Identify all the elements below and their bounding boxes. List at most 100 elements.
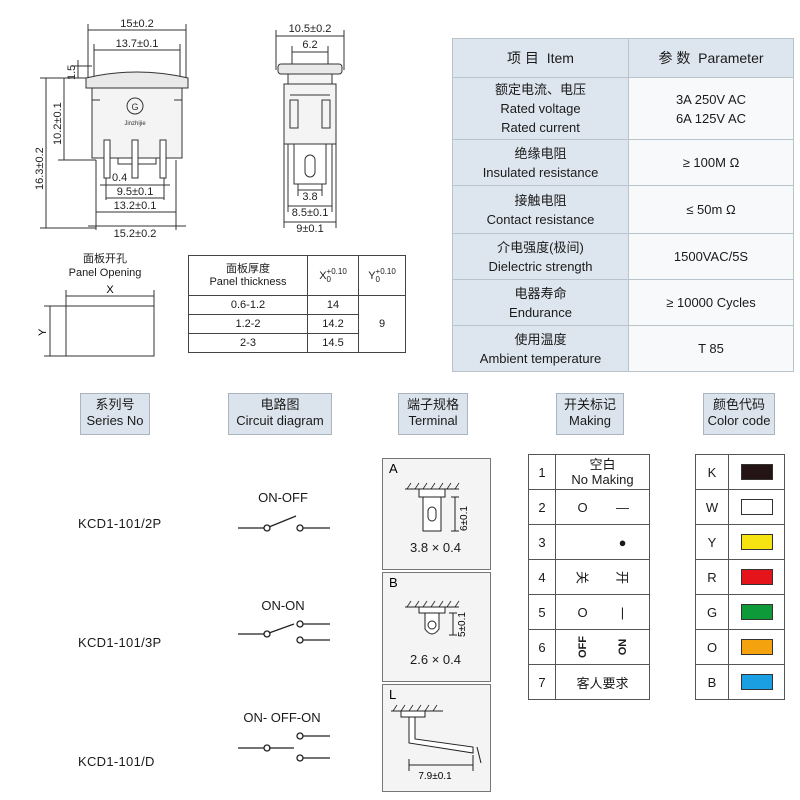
marking-row: 7 客人要求 <box>528 664 650 700</box>
terminal-l-dim: 7.9±0.1 <box>418 771 452 782</box>
side-view-drawing: 10.5±0.2 6.2 3.8 8.5±0.1 9±0.1 <box>275 23 345 235</box>
terminal-a-dim: 6±0.1 <box>459 506 470 531</box>
dim-front-width-inner: 13.7±0.1 <box>116 38 159 50</box>
x-value-cell: 14.5 <box>307 333 359 353</box>
color-row: Y <box>695 524 785 560</box>
terminal-b-letter: B <box>389 575 398 590</box>
x-value-cell: 14 <box>307 295 359 315</box>
dim-front-pin-thickness: 0.4 <box>112 172 127 184</box>
y-value-cell: 9 <box>358 295 406 353</box>
thickness-header-cn: 面板厚度 <box>226 262 270 275</box>
marking-row: 2 O— <box>528 489 650 525</box>
thickness-cell: 0.6-1.2 <box>188 295 308 315</box>
dim-front-height-total: 16.3±0.2 <box>34 147 46 190</box>
dim-side-width-inner: 6.2 <box>302 39 317 51</box>
marking-row: 4 关开 <box>528 559 650 595</box>
param-value-contact: ≤ 50m Ω <box>628 185 794 234</box>
color-row: B <box>695 664 785 700</box>
color-swatch <box>740 464 773 481</box>
color-swatch <box>740 639 773 656</box>
front-view-drawing: G Jinzhijie 15±0.2 13.7±0.1 1.5 10.2±0.1… <box>34 18 189 240</box>
circuit-label: ON-OFF <box>258 490 308 505</box>
thickness-header: 面板厚度 Panel thickness <box>188 255 308 296</box>
circuit-spdt-diagram <box>238 620 330 644</box>
dim-front-base: 13.2±0.1 <box>114 200 157 212</box>
dim-side-width-outer: 10.5±0.2 <box>289 23 332 35</box>
terminal-a-letter: A <box>389 461 398 476</box>
param-value-insulation: ≥ 100M Ω <box>628 139 794 186</box>
dim-front-cap: 1.5 <box>66 65 78 80</box>
dim-side-total: 9±0.1 <box>296 223 323 235</box>
color-swatch <box>740 569 773 586</box>
dim-front-width-outer: 15±0.2 <box>120 18 154 30</box>
marking-row: 5 O| <box>528 594 650 630</box>
thickness-cell: 2-3 <box>188 333 308 353</box>
color-row: O <box>695 629 785 665</box>
terminal-l-letter: L <box>389 687 396 702</box>
terminal-l-drawing: L 7.9±0.1 <box>389 687 482 782</box>
terminal-b-size: 2.6 × 0.4 <box>410 652 461 667</box>
param-value-endurance: ≥ 10000 Cycles <box>628 279 794 326</box>
color-row: R <box>695 559 785 595</box>
circuit-label: ON- OFF-ON <box>243 710 321 725</box>
terminal-box-a: A 6±0.1 <box>382 458 491 570</box>
svg-text:G: G <box>131 102 138 112</box>
param-item-dielectric: 介电强度(极间)Dielectric strength <box>452 233 629 280</box>
color-swatch <box>740 499 773 516</box>
color-row: G <box>695 594 785 630</box>
panel-x-label: X <box>106 284 114 296</box>
dim-side-base: 8.5±0.1 <box>292 207 329 219</box>
terminal-a-size: 3.8 × 0.4 <box>410 540 461 555</box>
color-swatch <box>740 604 773 621</box>
color-row: K <box>695 454 785 490</box>
param-value-dielectric: 1500VAC/5S <box>628 233 794 280</box>
terminal-b-dim: 5±0.1 <box>457 612 468 637</box>
circuit-spst-diagram <box>238 515 330 532</box>
panel-opening-title: 面板开孔 Panel Opening <box>55 252 155 280</box>
dim-front-height-body: 10.2±0.1 <box>52 102 64 145</box>
x-value-cell: 14.2 <box>307 314 359 334</box>
param-header-parameter: 参 数 Parameter <box>628 38 794 78</box>
terminal-box-b: B 5±0.1 <box>382 572 491 682</box>
panel-opening-title-cn: 面板开孔 <box>83 253 127 265</box>
thickness-header-en: Panel thickness <box>209 275 287 288</box>
color-swatch <box>740 674 773 691</box>
series-item: KCD1-101/3P <box>78 635 162 650</box>
dim-front-total-width: 15.2±0.2 <box>114 228 157 240</box>
color-code-table: K W Y R G O B <box>695 454 785 700</box>
brand-logo: G Jinzhijie <box>124 97 146 127</box>
param-header-item: 项 目 Item <box>452 38 629 78</box>
thickness-cell: 1.2-2 <box>188 314 308 334</box>
param-value-temperature: T 85 <box>628 325 794 372</box>
series-item: KCD1-101/2P <box>78 516 162 531</box>
dim-side-pin-width: 3.8 <box>302 191 317 203</box>
terminal-box-l: L 7.9±0.1 <box>382 684 491 792</box>
terminal-a-drawing: A 6±0.1 <box>389 461 470 532</box>
panel-opening-title-en: Panel Opening <box>68 267 142 279</box>
svg-text:Jinzhijie: Jinzhijie <box>124 121 146 127</box>
circuit-label: ON-ON <box>261 598 305 613</box>
panel-opening-drawing: X Y <box>37 284 155 357</box>
circuit-center-off-diagram <box>238 732 330 762</box>
dim-front-pin-spacing: 9.5±0.1 <box>117 186 154 198</box>
color-swatch <box>740 534 773 551</box>
series-item: KCD1-101/D <box>78 754 155 769</box>
color-row: W <box>695 489 785 525</box>
marking-row: 3 ● <box>528 524 650 560</box>
